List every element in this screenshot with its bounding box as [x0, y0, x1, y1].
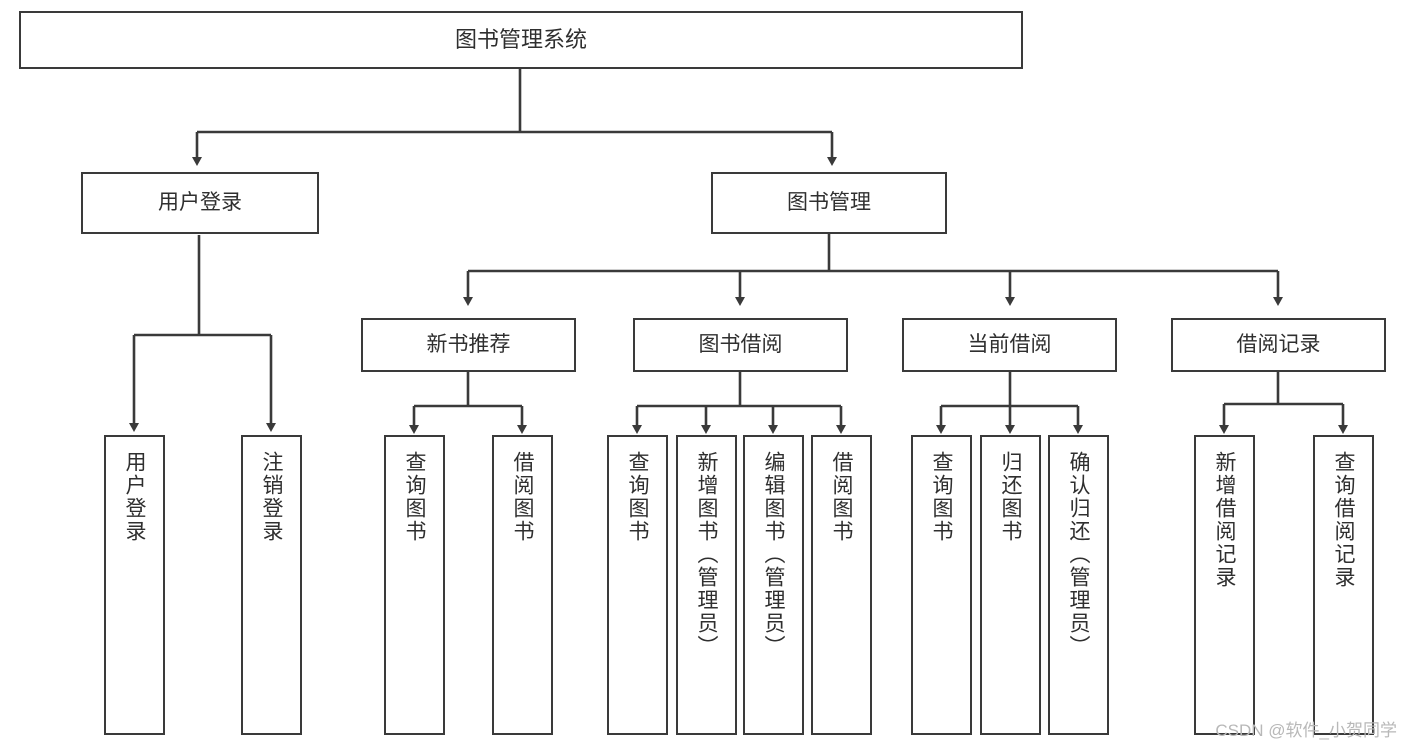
node-leaf-return-book[interactable]: 归还图书	[980, 435, 1041, 735]
node-leaf-add-book[interactable]: 新增图书（管理员）	[676, 435, 737, 735]
node-leaf-confirm-return-label: 确认归还（管理员）	[1067, 451, 1090, 658]
node-leaf-query-book-2-label: 查询图书	[626, 451, 649, 543]
node-leaf-user-logout[interactable]: 注销登录	[241, 435, 302, 735]
node-book-borrow[interactable]: 图书借阅	[633, 318, 848, 372]
node-borrow-record[interactable]: 借阅记录	[1171, 318, 1386, 372]
node-leaf-query-record-label: 查询借阅记录	[1332, 451, 1355, 589]
node-book-manage-label: 图书管理	[787, 190, 871, 214]
node-book-manage[interactable]: 图书管理	[711, 172, 947, 234]
node-leaf-return-book-label: 归还图书	[999, 451, 1022, 543]
node-root[interactable]: 图书管理系统	[19, 11, 1023, 69]
node-leaf-query-book-3[interactable]: 查询图书	[911, 435, 972, 735]
node-leaf-query-record[interactable]: 查询借阅记录	[1313, 435, 1374, 735]
node-leaf-edit-book-label: 编辑图书（管理员）	[762, 451, 785, 658]
node-leaf-borrow-book-2-label: 借阅图书	[830, 451, 853, 543]
node-leaf-query-book-2[interactable]: 查询图书	[607, 435, 668, 735]
watermark: CSDN @软件_小贺同学	[1215, 721, 1397, 740]
node-book-borrow-label: 图书借阅	[698, 332, 783, 356]
node-leaf-query-book-1[interactable]: 查询图书	[384, 435, 445, 735]
node-user-login-label: 用户登录	[158, 190, 242, 214]
node-leaf-borrow-book-1-label: 借阅图书	[511, 451, 534, 543]
node-leaf-borrow-book-2[interactable]: 借阅图书	[811, 435, 872, 735]
node-borrow-record-label: 借阅记录	[1236, 332, 1321, 356]
node-root-label: 图书管理系统	[454, 27, 587, 53]
node-leaf-add-record-label: 新增借阅记录	[1213, 451, 1236, 589]
node-current-borrow[interactable]: 当前借阅	[902, 318, 1117, 372]
node-leaf-add-book-label: 新增图书（管理员）	[695, 451, 718, 658]
node-user-login[interactable]: 用户登录	[81, 172, 319, 234]
node-leaf-edit-book[interactable]: 编辑图书（管理员）	[743, 435, 804, 735]
node-leaf-confirm-return[interactable]: 确认归还（管理员）	[1048, 435, 1109, 735]
node-leaf-user-login-label: 用户登录	[123, 451, 146, 543]
node-leaf-add-record[interactable]: 新增借阅记录	[1194, 435, 1255, 735]
node-leaf-borrow-book-1[interactable]: 借阅图书	[492, 435, 553, 735]
node-leaf-user-logout-label: 注销登录	[260, 451, 283, 543]
node-leaf-query-book-1-label: 查询图书	[403, 451, 426, 543]
node-leaf-query-book-3-label: 查询图书	[930, 451, 953, 543]
node-new-book-rec-label: 新书推荐	[426, 332, 511, 356]
node-leaf-user-login[interactable]: 用户登录	[104, 435, 165, 735]
node-new-book-rec[interactable]: 新书推荐	[361, 318, 576, 372]
node-current-borrow-label: 当前借阅	[967, 332, 1052, 356]
